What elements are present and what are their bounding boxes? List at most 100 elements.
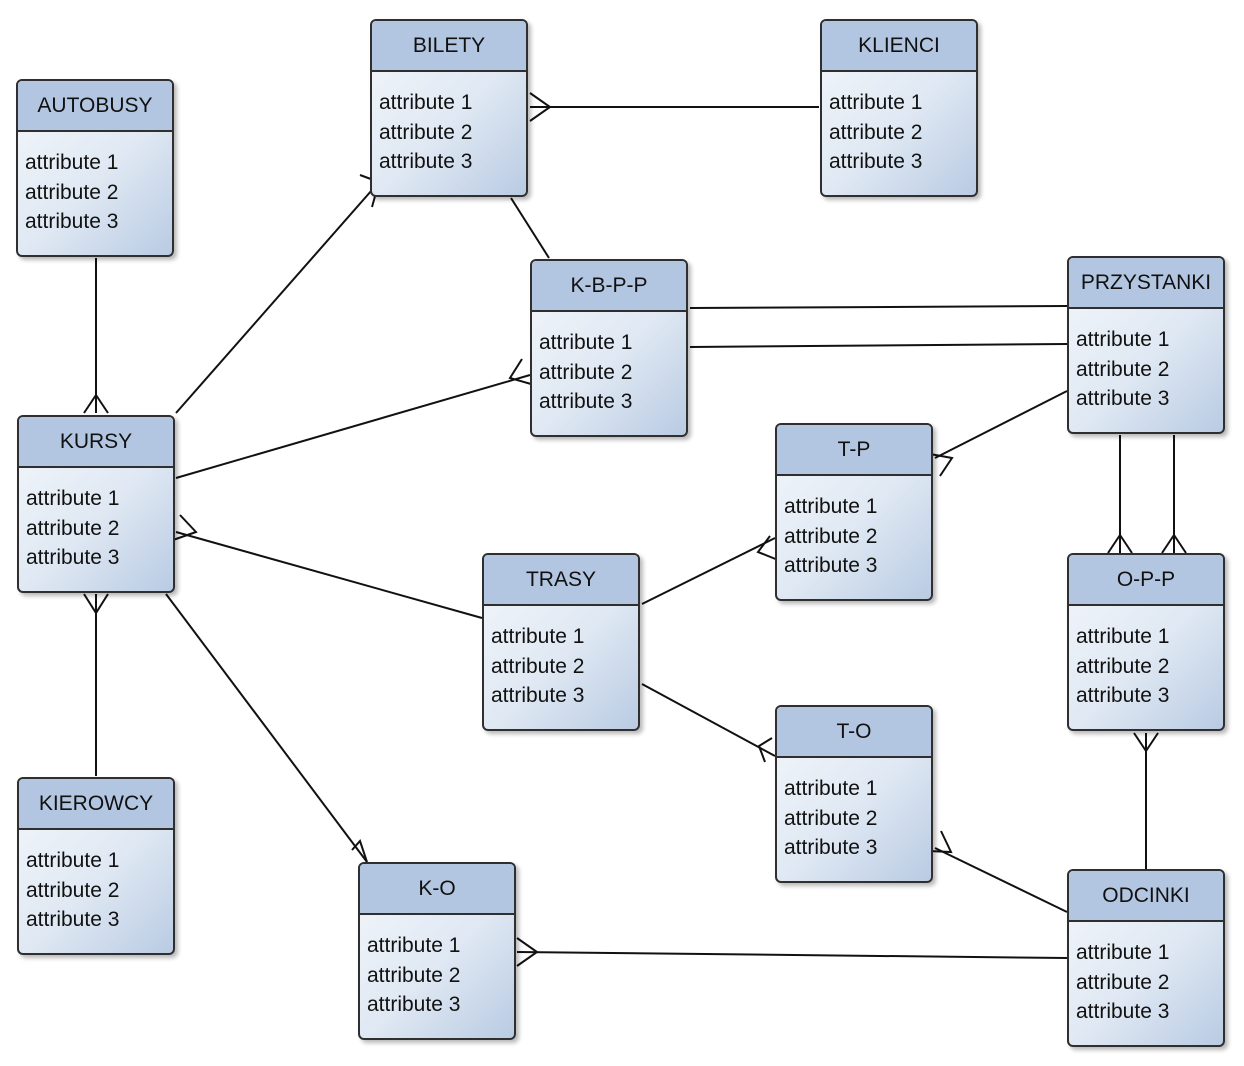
attribute: attribute 3 <box>784 836 878 859</box>
attribute-list: attribute 1 attribute 2 attribute 3 <box>822 72 976 177</box>
attribute: attribute 1 <box>1076 625 1170 648</box>
attribute: attribute 3 <box>1076 1000 1170 1023</box>
attribute-list: attribute 1 attribute 2 attribute 3 <box>19 830 173 935</box>
attribute-list: attribute 1 attribute 2 attribute 3 <box>360 915 514 1020</box>
attribute-list: attribute 1 attribute 2 attribute 3 <box>18 132 172 237</box>
attribute: attribute 2 <box>26 516 120 540</box>
attribute: attribute 1 <box>26 849 120 872</box>
entity-trasy[interactable]: TRASY attribute 1 attribute 2 attribute … <box>482 553 640 731</box>
rel-kursy-kbpp <box>175 358 532 479</box>
entity-title: AUTOBUSY <box>18 81 172 132</box>
entity-title: T-P <box>777 425 931 476</box>
attribute: attribute 1 <box>784 495 878 518</box>
attribute: attribute 3 <box>491 684 585 707</box>
rel-trasy-to <box>641 683 776 763</box>
attribute-list: attribute 1 attribute 2 attribute 3 <box>777 758 931 863</box>
attribute: attribute 3 <box>539 390 633 413</box>
attribute: attribute 3 <box>25 210 119 233</box>
entity-title: T-O <box>777 707 931 758</box>
entity-kursy[interactable]: KURSY attribute 1 attribute 2 attribute … <box>17 415 175 593</box>
attribute: attribute 1 <box>25 151 119 174</box>
rel-bilety-kbpp <box>510 197 550 259</box>
attribute: attribute 2 <box>367 963 461 987</box>
attribute: attribute 1 <box>367 934 461 957</box>
attribute: attribute 1 <box>379 91 473 114</box>
attribute: attribute 3 <box>1076 387 1170 410</box>
attribute: attribute 1 <box>784 777 878 800</box>
attribute: attribute 1 <box>1076 328 1170 351</box>
attribute: attribute 3 <box>829 150 923 173</box>
rel-przystanki-opp <box>1107 435 1187 554</box>
crows-foot-ko <box>351 839 368 863</box>
crows-foot-ko-right <box>516 937 539 967</box>
entity-title: KIEROWCY <box>19 779 173 830</box>
attribute-list: attribute 1 attribute 2 attribute 3 <box>1069 309 1223 414</box>
attribute-list: attribute 1 attribute 2 attribute 3 <box>1069 922 1223 1027</box>
crows-foot-opp-1 <box>1107 533 1133 554</box>
attribute: attribute 1 <box>539 331 633 354</box>
entity-klienci[interactable]: KLIENCI attribute 1 attribute 2 attribut… <box>820 19 978 197</box>
entity-tp[interactable]: T-P attribute 1 attribute 2 attribute 3 <box>775 423 933 601</box>
entity-title: KLIENCI <box>822 21 976 72</box>
entity-title: ODCINKI <box>1069 871 1223 922</box>
attribute: attribute 1 <box>829 91 923 114</box>
entity-title: BILETY <box>372 21 526 72</box>
attribute: attribute 2 <box>829 120 923 144</box>
crows-foot-opp-2 <box>1161 533 1187 554</box>
attribute: attribute 3 <box>784 554 878 577</box>
crows-foot-kursy-right <box>172 514 198 541</box>
rel-odcinki-ko <box>516 937 1068 967</box>
rel-kierowcy-kursy <box>83 593 109 776</box>
attribute: attribute 1 <box>491 625 585 648</box>
entity-to[interactable]: T-O attribute 1 attribute 2 attribute 3 <box>775 705 933 883</box>
entity-kierowcy[interactable]: KIEROWCY attribute 1 attribute 2 attribu… <box>17 777 175 955</box>
attribute: attribute 3 <box>367 993 461 1016</box>
attribute: attribute 1 <box>1076 941 1170 964</box>
crows-foot-to-left <box>757 737 773 763</box>
entity-title: O-P-P <box>1069 555 1223 606</box>
rel-przystanki-kbpp <box>689 305 1068 348</box>
entity-title: K-B-P-P <box>532 261 686 312</box>
attribute: attribute 2 <box>491 654 585 678</box>
crows-foot-opp-bottom <box>1133 732 1159 753</box>
crows-foot-tp-left <box>756 535 779 561</box>
attribute: attribute 3 <box>26 546 120 569</box>
crows-foot-to-right <box>928 830 953 854</box>
attribute: attribute 1 <box>26 487 120 510</box>
rel-trasy-tp <box>641 535 779 605</box>
attribute: attribute 2 <box>1076 970 1170 994</box>
crows-foot-kursy <box>83 393 109 414</box>
entity-autobusy[interactable]: AUTOBUSY attribute 1 attribute 2 attribu… <box>16 79 174 257</box>
attribute: attribute 2 <box>379 120 473 144</box>
entity-odcinki[interactable]: ODCINKI attribute 1 attribute 2 attribut… <box>1067 869 1225 1047</box>
attribute: attribute 3 <box>379 150 473 173</box>
attribute: attribute 2 <box>1076 357 1170 381</box>
rel-kursy-ko <box>165 593 368 863</box>
attribute: attribute 2 <box>784 806 878 830</box>
attribute-list: attribute 1 attribute 2 attribute 3 <box>777 476 931 581</box>
attribute: attribute 2 <box>784 524 878 548</box>
attribute: attribute 3 <box>26 908 120 931</box>
entity-przystanki[interactable]: PRZYSTANKI attribute 1 attribute 2 attri… <box>1067 256 1225 434</box>
entity-title: PRZYSTANKI <box>1069 258 1223 309</box>
crows-foot-bilety-right <box>529 92 552 122</box>
entity-kbpp[interactable]: K-B-P-P attribute 1 attribute 2 attribut… <box>530 259 688 437</box>
attribute: attribute 2 <box>26 878 120 902</box>
crows-foot-kbpp <box>508 358 532 385</box>
rel-kursy-bilety <box>175 174 381 414</box>
entity-bilety[interactable]: BILETY attribute 1 attribute 2 attribute… <box>370 19 528 197</box>
attribute-list: attribute 1 attribute 2 attribute 3 <box>532 312 686 417</box>
rel-przystanki-tp <box>929 390 1068 477</box>
attribute: attribute 2 <box>25 180 119 204</box>
attribute-list: attribute 1 attribute 2 attribute 3 <box>372 72 526 177</box>
attribute: attribute 2 <box>1076 654 1170 678</box>
attribute: attribute 2 <box>539 360 633 384</box>
entity-opp[interactable]: O-P-P attribute 1 attribute 2 attribute … <box>1067 553 1225 731</box>
attribute: attribute 3 <box>1076 684 1170 707</box>
entity-title: KURSY <box>19 417 173 468</box>
attribute-list: attribute 1 attribute 2 attribute 3 <box>484 606 638 711</box>
rel-klienci-bilety <box>529 92 819 122</box>
entity-ko[interactable]: K-O attribute 1 attribute 2 attribute 3 <box>358 862 516 1040</box>
